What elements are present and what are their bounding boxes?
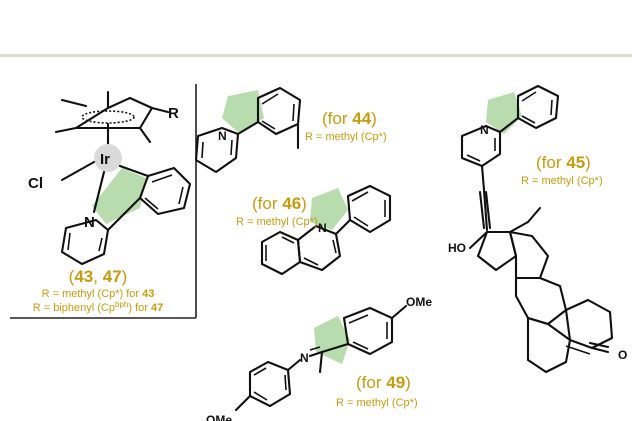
ligand-44-nitrogen: N bbox=[218, 129, 227, 143]
chloride-label: Cl bbox=[28, 175, 43, 192]
ligand-44-r-line: R = methyl (Cp*) bbox=[305, 131, 387, 143]
ligand-45-hydroxyl: HO bbox=[448, 241, 466, 255]
ligand-44-title: (for 44) bbox=[322, 109, 377, 128]
ligand-45-r-line: R = methyl (Cp*) bbox=[521, 175, 603, 187]
ligand-45-title: (for 45) bbox=[536, 153, 591, 172]
ligand-46: N (for 46) R = methyl (Cp*) bbox=[236, 184, 392, 276]
iridium-label: Ir bbox=[100, 151, 110, 168]
ligand-49-ome-top: OMe bbox=[406, 295, 432, 309]
r-group-label: R bbox=[168, 105, 179, 122]
top-margin bbox=[0, 0, 632, 55]
header-divider bbox=[0, 54, 632, 57]
ligand-49-nitrogen: N bbox=[300, 351, 309, 365]
ligand-46-nitrogen: N bbox=[318, 221, 327, 235]
ligand-45-nitrogen: N bbox=[480, 123, 489, 137]
complex-panel-frame bbox=[10, 84, 197, 319]
iridium-center bbox=[94, 144, 122, 172]
ligand-46-title: (for 46) bbox=[252, 194, 307, 213]
ligand-49-r-line: R = methyl (Cp*) bbox=[336, 397, 418, 409]
complex-r-line-1: R = methyl (Cp*) for 43 bbox=[42, 288, 155, 300]
ligand-49-ome-bottom: OMe bbox=[206, 413, 232, 421]
ligand-45: N HO O (for 45) R = methyl (Cp*) bbox=[448, 84, 627, 374]
complex-r-line-2: R = biphenyl (Cpbph) for 47 bbox=[33, 300, 163, 314]
ligand-46-r-line: R = methyl (Cp*) bbox=[236, 216, 318, 228]
ligand-49-title: (for 49) bbox=[356, 373, 411, 392]
complex-title: (43, 47) bbox=[69, 267, 128, 286]
iridium-complex: R Ir Cl N (43, 47) R = methyl (Cp*) for … bbox=[28, 90, 192, 314]
ligand-49: OMe N OMe (for 49) R = methyl (Cp*) bbox=[206, 295, 432, 421]
ligand-45-ketone-oxygen: O bbox=[618, 348, 627, 362]
ligand-44: N (for 44) R = methyl (Cp*) bbox=[194, 86, 387, 174]
